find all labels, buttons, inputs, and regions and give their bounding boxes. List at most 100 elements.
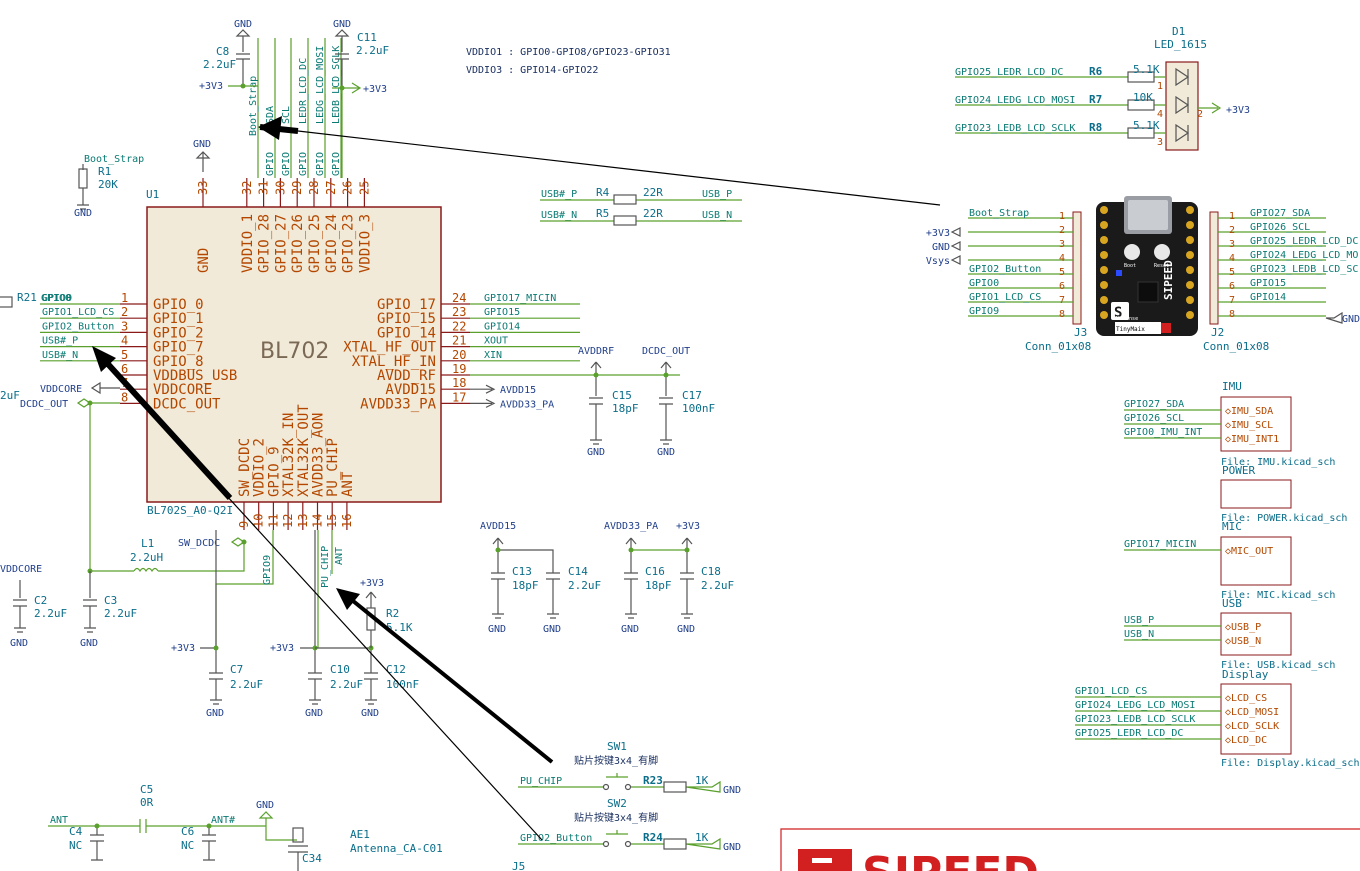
- svg-text:5: 5: [1229, 267, 1235, 278]
- svg-text:GND: GND: [723, 785, 741, 796]
- resistor-r4[interactable]: USB#_P R4 22R USB_P: [540, 186, 742, 205]
- svg-text:8: 8: [1059, 309, 1065, 320]
- capacitor-c17[interactable]: DCDC_OUT C17 100nF GND: [642, 346, 715, 458]
- svg-text:10K: 10K: [1133, 91, 1153, 104]
- svg-text:GND: GND: [1342, 314, 1360, 325]
- u1-pin-name: GPIO_24: [324, 214, 340, 273]
- u1-pin-number: 11: [266, 514, 280, 528]
- j2-net: GPIO24_LEDG_LCD_MO: [1250, 250, 1358, 261]
- capacitor-c8[interactable]: GND C8 2.2uF +3V3: [199, 19, 258, 92]
- svg-text:GND: GND: [80, 638, 98, 649]
- capacitor-c16[interactable]: AVDD33_PA +3V3 C16 18pF C18 2.2uF GND GN…: [604, 521, 734, 635]
- u1-right-nets: GPIO17_MICINGPIO15GPIO14XOUTXINAVDD15AVD…: [470, 293, 580, 410]
- svg-text:GPIO1_LCD_CS: GPIO1_LCD_CS: [1075, 686, 1147, 697]
- svg-text:AE1: AE1: [350, 828, 370, 841]
- svg-text:GND: GND: [657, 447, 675, 458]
- svg-text:LEDR_LCD_DC: LEDR_LCD_DC: [298, 58, 309, 124]
- u1-pin-name: AVDD33_PA: [360, 396, 436, 412]
- capacitor-c15[interactable]: AVDDRF C15 18pF GND: [578, 346, 639, 458]
- svg-text:1: 1: [1059, 211, 1065, 222]
- svg-text:5.1K: 5.1K: [1133, 119, 1160, 132]
- svg-text:2.2uF: 2.2uF: [701, 579, 734, 592]
- u1-pin-number: 1: [121, 291, 128, 305]
- board-image: Boot Reset SIPEED S TinyMaix M0 Sense: [1096, 196, 1198, 336]
- svg-text:C10: C10: [330, 663, 350, 676]
- svg-text:C13: C13: [512, 565, 532, 578]
- sheet-title: MIC: [1222, 520, 1242, 533]
- svg-text:GPIO23_LEDB_LCD_SCLK: GPIO23_LEDB_LCD_SCLK: [1075, 714, 1195, 725]
- svg-text:C12: C12: [386, 663, 406, 676]
- capacitor-c10[interactable]: +3V3 C10 2.2uF GND: [270, 530, 363, 719]
- svg-text:GND: GND: [543, 624, 561, 635]
- svg-text:USB_N: USB_N: [702, 210, 732, 221]
- svg-text:2.2uF: 2.2uF: [568, 579, 601, 592]
- capacitor-c3[interactable]: C3 2.2uF GND: [80, 571, 137, 649]
- svg-text:+3V3: +3V3: [676, 521, 700, 532]
- inductor-l1[interactable]: L1 2.2uH SW_DCDC: [87, 403, 247, 574]
- svg-text:18pF: 18pF: [645, 579, 672, 592]
- svg-text:VDDCORE: VDDCORE: [40, 384, 82, 395]
- sipeed-logo-frame: SIPEED: [780, 828, 1360, 871]
- svg-text:R21: R21: [17, 291, 37, 304]
- j2-net: GPIO14: [1250, 292, 1286, 303]
- capacitor-c13[interactable]: AVDD15 C13 18pF C14 2.2uF GND GND: [480, 521, 601, 635]
- u1-pin-name: AVDD_RF: [377, 368, 436, 384]
- u1-pin-number: 31: [257, 181, 271, 195]
- svg-text:2.2uH: 2.2uH: [130, 551, 163, 564]
- u1-body: [146, 206, 442, 503]
- u1-pin-number: 14: [311, 514, 325, 528]
- svg-text:GPIO25_LEDR_LCD_DC: GPIO25_LEDR_LCD_DC: [1075, 728, 1183, 739]
- u1-pin-number: 2: [121, 305, 128, 319]
- svg-text:+3V3: +3V3: [360, 578, 384, 589]
- svg-text:GND: GND: [488, 624, 506, 635]
- capacitor-c12[interactable]: C12 100nF GND: [315, 645, 419, 720]
- u1-pin-name: XTAL_HF_IN: [352, 354, 436, 370]
- sheet-file: File: USB.kicad_sch: [1221, 660, 1335, 671]
- svg-text:GND: GND: [10, 638, 28, 649]
- capacitor-c7[interactable]: +3V3 C7 2.2uF GND: [171, 530, 263, 719]
- u1-pin-number: 19: [452, 362, 466, 376]
- svg-text:◇IMU_SDA: ◇IMU_SDA: [1225, 406, 1273, 417]
- sheet-file: File: IMU.kicad_sch: [1221, 457, 1335, 468]
- svg-text:SW_DCDC: SW_DCDC: [178, 538, 220, 549]
- svg-text:GND: GND: [193, 139, 211, 150]
- svg-text:GND: GND: [677, 624, 695, 635]
- svg-text:GPIO24_LEDG_LCD_MOSI: GPIO24_LEDG_LCD_MOSI: [1075, 700, 1195, 711]
- svg-text:USB_P: USB_P: [702, 189, 732, 200]
- capacitor-c11[interactable]: GND C11 2.2uF +3V3: [332, 19, 389, 95]
- u1-pin-name: AVDD15: [385, 382, 436, 398]
- svg-text:USB#_P: USB#_P: [541, 189, 577, 200]
- svg-text:◇MIC_OUT: ◇MIC_OUT: [1225, 546, 1273, 557]
- svg-text:R2: R2: [386, 607, 399, 620]
- svg-text:GPIO: GPIO: [315, 152, 326, 176]
- svg-text:GND: GND: [621, 624, 639, 635]
- u1-pin-name: GPIO_25: [307, 214, 323, 273]
- vddio1-note: VDDIO1 : GPIO0-GPIO8/GPIO23-GPIO31: [466, 47, 671, 58]
- u1-pin-name: PU_CHIP: [325, 438, 341, 497]
- svg-text:Reset: Reset: [1154, 263, 1169, 269]
- connector-j3[interactable]: 1Boot_Strap2+3V33GND4Vsys5GPIO2_Button6G…: [926, 208, 1091, 353]
- resistor-r1[interactable]: Boot_Strap R1 20K GND: [74, 154, 144, 219]
- svg-text:100nF: 100nF: [682, 402, 715, 415]
- u1-pin-name: GPIO_23: [341, 214, 357, 273]
- u1-pin-number: 5: [121, 348, 128, 362]
- u1-pin-number: 22: [452, 319, 466, 333]
- u1-pin-number: 29: [290, 181, 304, 195]
- net-label: XIN: [484, 350, 502, 361]
- svg-text:SIPEED: SIPEED: [862, 848, 1039, 871]
- u1-pin-number: 33: [196, 181, 210, 195]
- u1-pin-name: GPIO_0: [153, 297, 204, 313]
- capacitor-c2[interactable]: VDDCORE C2 2.2uF GND: [0, 564, 67, 649]
- resistor-r5[interactable]: USB#_N R5 22R USB_N: [540, 207, 742, 226]
- antenna-section[interactable]: ANT C5 0R ANT# GND C4 NC C6 NC AE1 Anten…: [48, 783, 525, 871]
- svg-text:2.2uF: 2.2uF: [34, 607, 67, 620]
- svg-text:7: 7: [1059, 295, 1065, 306]
- resistor-r2[interactable]: +3V3 R2 5.1K: [360, 578, 413, 648]
- svg-text:GND: GND: [305, 708, 323, 719]
